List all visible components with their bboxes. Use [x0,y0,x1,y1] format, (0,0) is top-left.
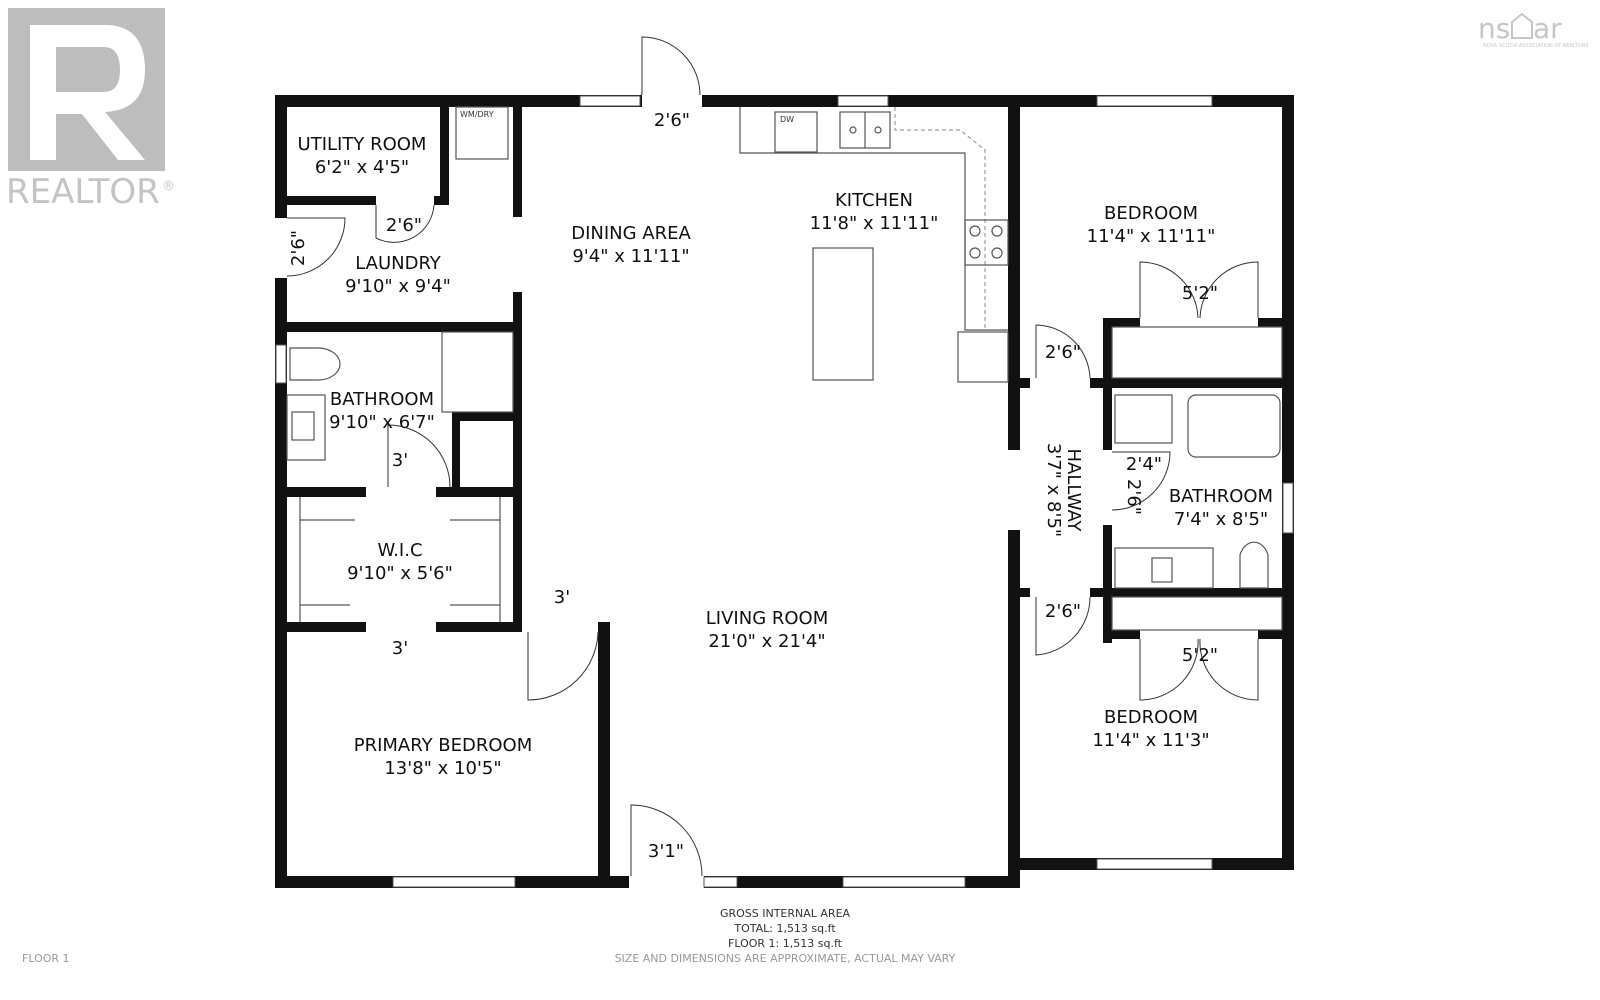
upper-cabinets [894,107,986,330]
realtor-mark: ® [162,179,175,194]
kitchen-name: KITCHEN [835,190,913,211]
toilet-icon [289,347,341,381]
wic-shelves [299,497,501,622]
primary-bedroom-name: PRIMARY BEDROOM [354,735,533,756]
utility-room-dims: 6'2" x 4'5" [315,157,409,178]
door-bathroom-1-width: 3' [392,450,408,471]
door-front-bottom-width: 3'1" [648,841,684,862]
wic-name: W.I.C [377,540,422,561]
dishwasher-label: DW [780,115,794,124]
bathroom-2-dims: 7'4" x 8'5" [1174,509,1268,530]
bedroom-2-dims: 11'4" x 11'3" [1092,730,1209,751]
room-labels: UTILITY ROOM 6'2" x 4'5" LAUNDRY 9'10" x… [298,134,1274,779]
door-swings [286,36,1259,877]
bathroom-2-name: BATHROOM [1169,486,1273,507]
bedroom-1-dims: 11'4" x 11'11" [1087,226,1216,247]
dining-dims: 9'4" x 11'11" [572,246,689,267]
footer: GROSS INTERNAL AREA TOTAL: 1,513 sq.ft F… [22,907,956,965]
kitchen-counter [739,107,1008,331]
closet-1 [1111,326,1283,379]
door-front-top-width: 2'6" [654,110,690,131]
closet-2 [1111,596,1283,631]
door-bathroom-2-a-width: 2'4" [1126,454,1162,475]
primary-bedroom-dims: 13'8" x 10'5" [384,758,501,779]
hallway-dims: 3'7" x 8'5" [1043,443,1064,537]
bedroom-2-name: BEDROOM [1104,707,1198,728]
door-bedroom-2-closet-width: 5'2" [1182,645,1218,666]
door-primary-top-width: 3' [554,587,570,608]
door-laundry-side-width: 2'6" [288,230,309,266]
nsar-subtitle: NOVA SCOTIA ASSOCIATION OF REALTORS [1483,43,1589,49]
stove-icon [964,219,1009,266]
hallway-name: HALLWAY [1063,449,1084,533]
area-title: GROSS INTERNAL AREA [720,907,851,920]
door-labels: 2'6" 2'6" 2'6" 5'2" 2'6" 3' 2'4" 2'6" 3'… [288,110,1218,862]
kitchen-island [812,247,874,381]
wic-dims: 9'10" x 5'6" [347,563,453,584]
nsar-logo-text-2: ar [1533,12,1562,45]
nsar-logo-text: ns [1478,12,1510,45]
door-bedroom-1-width: 2'6" [1045,342,1081,363]
laundry-dims: 9'10" x 9'4" [345,276,451,297]
house-icon [1511,12,1533,39]
living-room-name: LIVING ROOM [706,608,828,629]
door-bedroom-2-width: 2'6" [1045,601,1081,622]
living-room-dims: 21'0" x 21'4" [708,631,825,652]
fixtures: WM/DRY DW [286,106,1283,631]
bathroom-1-dims: 9'10" x 6'7" [329,412,435,433]
kitchen-dims: 11'8" x 11'11" [810,213,939,234]
door-utility-width: 2'6" [386,215,422,236]
dishwasher-icon [774,111,818,153]
disclaimer: SIZE AND DIMENSIONS ARE APPROXIMATE, ACT… [615,952,956,965]
bedroom-1-name: BEDROOM [1104,203,1198,224]
total-area: TOTAL: 1,513 sq.ft [733,922,836,935]
nsar-logo: ns ar NOVA SCOTIA ASSOCIATION OF REALTOR… [1478,12,1589,49]
laundry-name: LAUNDRY [355,253,442,274]
realtor-logo-text: REALTOR [6,172,160,212]
door-bathroom-2-b-width: 2'6" [1123,479,1144,515]
closet-icon [1114,394,1173,444]
fridge-icon [957,331,1009,383]
floor-area: FLOOR 1: 1,513 sq.ft [728,937,843,950]
openings [275,95,1258,888]
realtor-logo: REALTOR ® [6,8,175,212]
floor-label: FLOOR 1 [22,952,70,965]
bathroom-1-name: BATHROOM [330,389,434,410]
utility-room-name: UTILITY ROOM [298,134,427,155]
washer-dryer-icon [455,106,509,160]
toilet-icon-2 [1239,541,1269,589]
bathtub-icon [1187,394,1281,458]
windows [275,95,1294,888]
shower-icon [441,331,514,413]
vanity-icon [286,394,326,461]
washer-dryer-label: WM/DRY [460,110,494,119]
dining-name: DINING AREA [571,223,691,244]
vanity-icon-2 [1114,547,1214,589]
door-bedroom-1-closet-width: 5'2" [1182,283,1218,304]
door-wic-width: 3' [392,638,408,659]
